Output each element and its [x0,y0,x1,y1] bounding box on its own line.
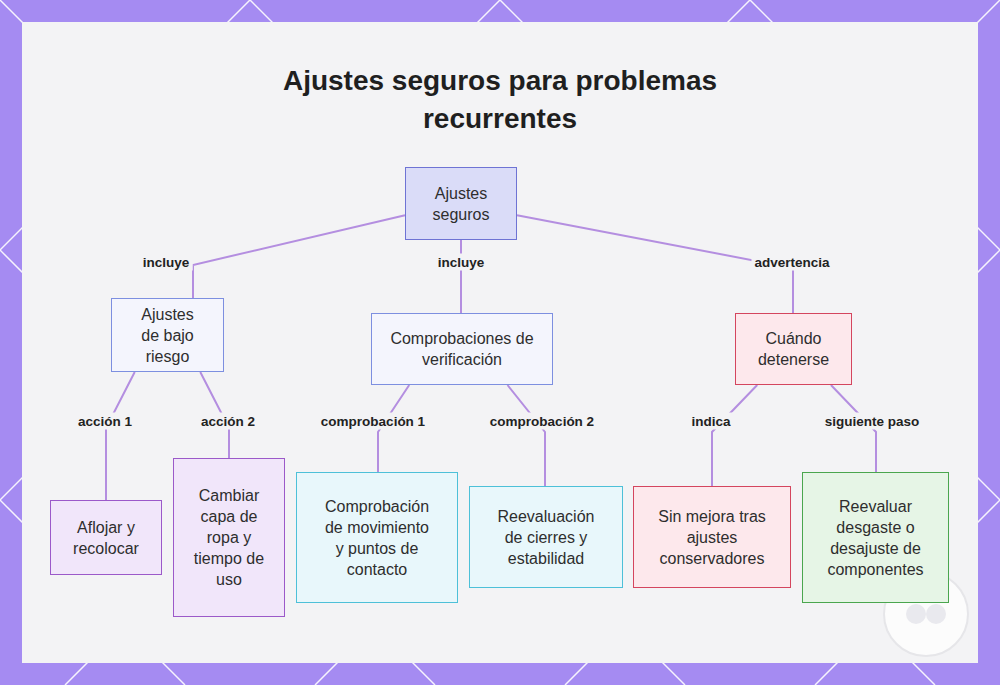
node-text-block: Sin mejora tras ajustes conservadores [654,506,770,569]
node-text: Comprobaciones de verificación [387,328,537,370]
node-text: Reevaluación de cierres y estabilidad [490,506,602,569]
warning-detail-box: Sin mejora tras ajustes conservadores [633,486,791,588]
node-text: Cambiar capa de ropa y tiempo de uso [188,485,270,590]
edge-label: advertencia [751,254,832,271]
edge-label: acción 2 [198,413,258,430]
action-box: Aflojar y recolocar [50,500,162,575]
node-text-block: Ajustes de bajo riesgo [131,304,205,367]
node-text-block: Reevaluar desgaste o desajuste de compon… [820,496,932,580]
edge-label: comprobación 1 [318,413,428,430]
node-text: Sin mejora tras ajustes conservadores [654,506,770,569]
connector-line [106,372,135,500]
category-box: Ajustes de bajo riesgo [111,298,224,372]
node-text-block: Ajustes seguros [419,183,503,225]
node-text-block: Reevaluación de cierres y estabilidad [490,506,602,569]
check-box: Comprobación de movimiento y puntos de c… [296,472,458,603]
connector-line [460,240,462,313]
connector-line [712,385,757,486]
node-text: Cuándo detenerse [752,328,836,370]
node-text-block: Comprobaciones de verificación [387,328,537,370]
node-text-block: Cuándo detenerse [752,328,836,370]
category-box: Comprobaciones de verificación [371,313,553,385]
action-box: Cambiar capa de ropa y tiempo de uso [173,458,285,617]
node-text: Aflojar y recolocar [63,517,149,559]
warning-box: Cuándo detenerse [735,313,852,385]
node-text-block: Comprobación de movimiento y puntos de c… [321,496,433,580]
connector-line [193,215,405,298]
edge-label: comprobación 2 [487,413,597,430]
connector-line [508,385,546,486]
edge-label: siguiente paso [822,413,923,430]
edge-label: indica [688,413,733,430]
edge-label: incluye [140,254,193,271]
next-step-box: Reevaluar desgaste o desajuste de compon… [802,472,949,603]
diagram-title: Ajustes seguros para problemas recurrent… [220,62,780,138]
node-text-block: Aflojar y recolocar [63,517,149,559]
root-box: Ajustes seguros [405,167,517,240]
node-text: Reevaluar desgaste o desajuste de compon… [820,496,932,580]
node-text: Ajustes seguros [419,183,503,225]
check-box: Reevaluación de cierres y estabilidad [469,486,623,588]
edge-label: incluye [435,254,488,271]
node-text: Ajustes de bajo riesgo [131,304,205,367]
edge-label: acción 1 [75,413,135,430]
node-text-block: Cambiar capa de ropa y tiempo de uso [188,485,270,590]
node-text: Comprobación de movimiento y puntos de c… [321,496,433,580]
